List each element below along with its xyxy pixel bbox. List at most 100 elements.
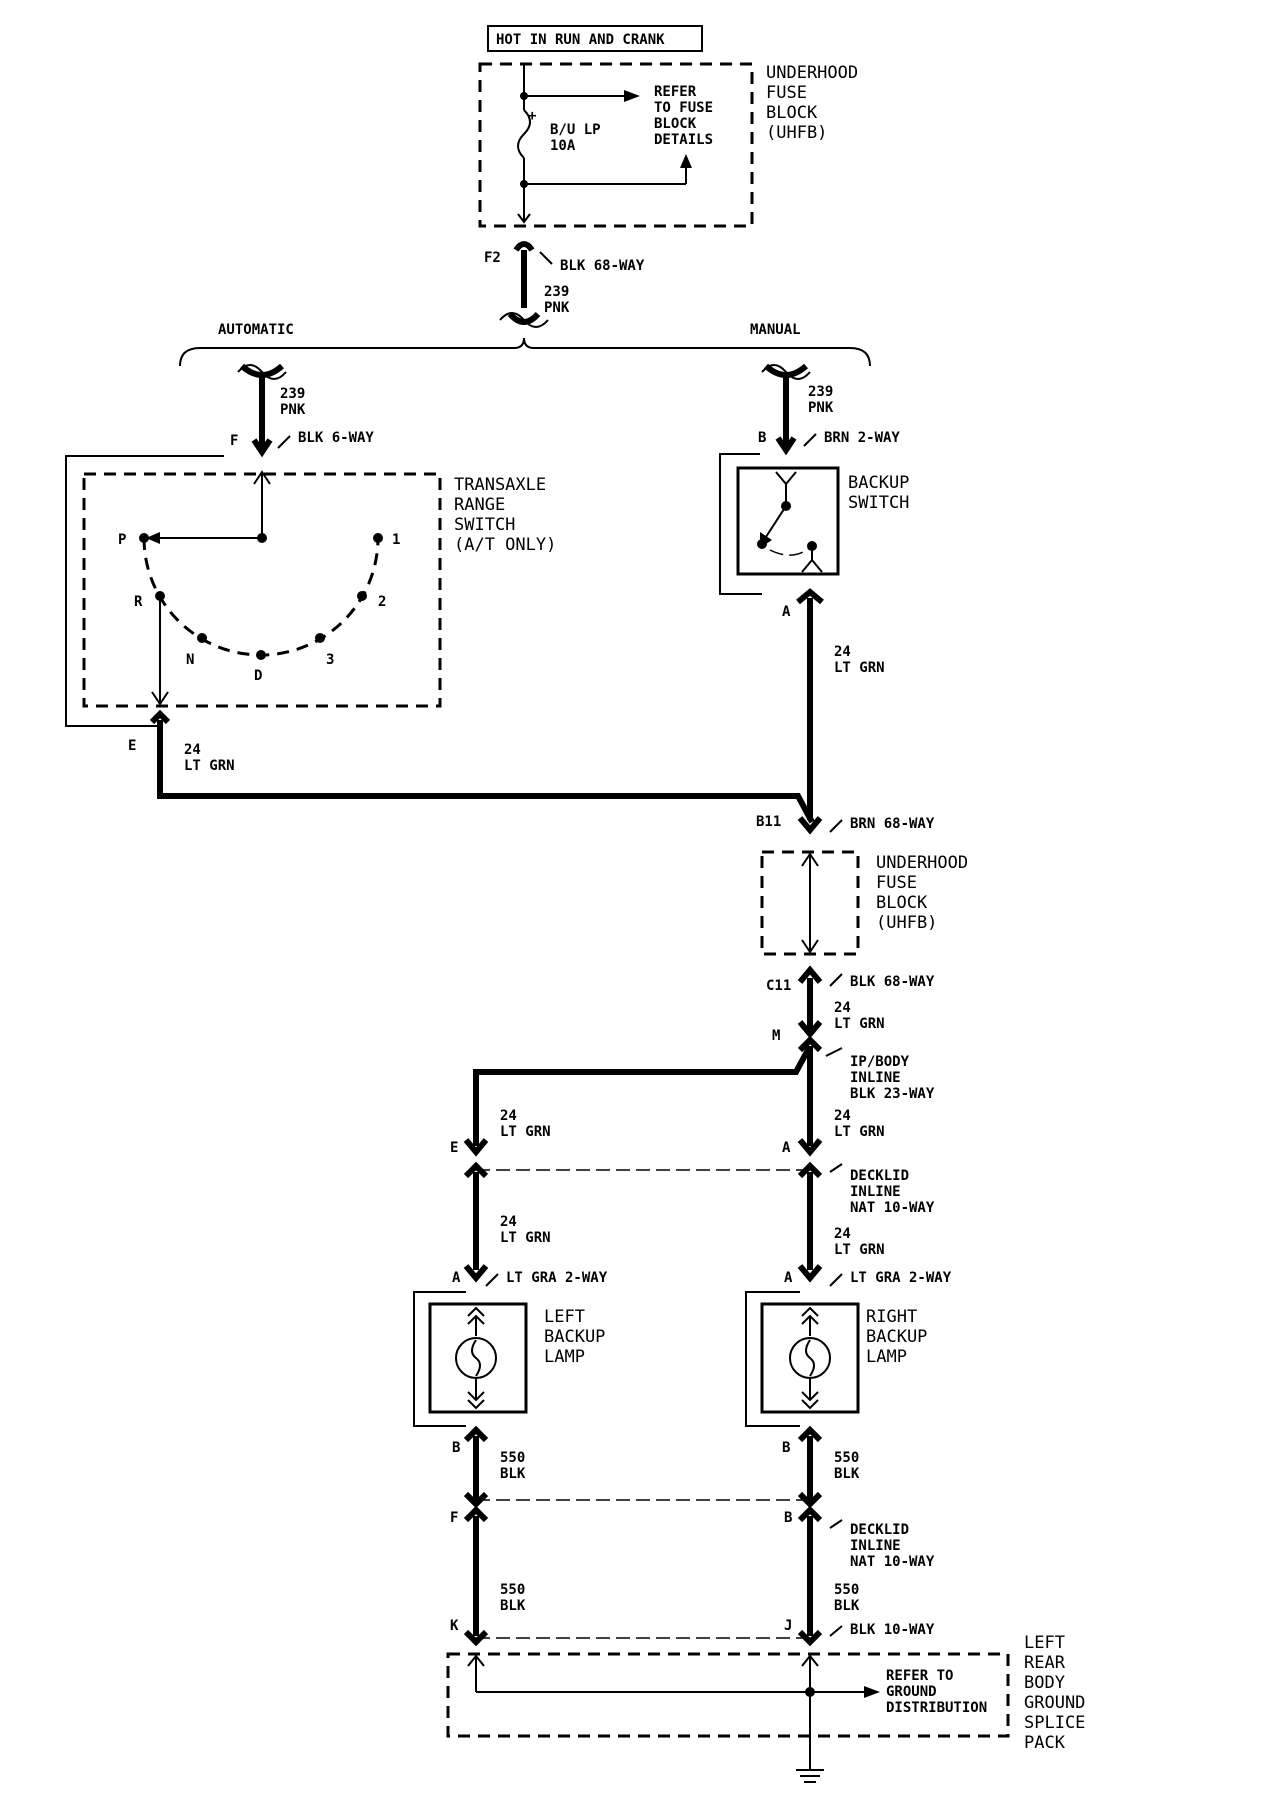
trs-in-pin: F [230,433,238,449]
right-lamp-title: RIGHT BACKUP LAMP [866,1307,927,1367]
svg-text:BACKUP: BACKUP [544,1327,605,1347]
left-circuit2: 24 [500,1214,517,1230]
svg-text:BLK 23-WAY: BLK 23-WAY [850,1086,935,1102]
bs-contact-bottom-icon [801,558,823,573]
svg-text:DETAILS: DETAILS [654,132,713,148]
svg-text:B/U LP: B/U LP [550,122,601,138]
bs-out-color: LT GRN [834,660,885,676]
left-lamp-connector: LT GRA 2-WAY [506,1270,608,1286]
svg-text:NAT 10-WAY: NAT 10-WAY [850,1200,935,1216]
svg-text:BLOCK: BLOCK [876,893,928,913]
right-lamp-pin-a: A [784,1270,793,1286]
wire-24-ltgrn-auto [157,720,815,824]
svg-text:BACKUP: BACKUP [848,473,909,493]
svg-text:IP/BODY: IP/BODY [850,1054,910,1070]
svg-text:GROUND: GROUND [1024,1693,1085,1713]
decklid-bottom-label: DECKLID INLINE NAT 10-WAY [850,1522,935,1570]
backup-switch-title: BACKUP SWITCH [848,473,909,513]
power-label: HOT IN RUN AND CRANK [496,32,665,48]
f2-circuit: 239 [544,284,569,300]
svg-text:RANGE: RANGE [454,495,505,515]
trs-pos-n: N [186,652,194,668]
svg-text:FUSE: FUSE [876,873,917,893]
trs-arc [142,537,380,657]
ground-left-circuit: 550 [500,1582,525,1598]
ground-splice-box [446,1652,1010,1738]
trs-out-circuit: 24 [184,742,201,758]
f2-connector-icon [513,241,535,252]
trs-box [82,472,442,708]
branch-automatic: AUTOMATIC [218,322,294,338]
ip-body-label: IP/BODY INLINE BLK 23-WAY [850,1054,935,1102]
left-circuit: 24 [500,1108,517,1124]
svg-text:DECKLID: DECKLID [850,1168,909,1184]
svg-text:PACK: PACK [1024,1733,1066,1753]
refer-arrow-icon [624,90,640,102]
svg-text:LAMP: LAMP [866,1347,907,1367]
svg-text:BLOCK: BLOCK [766,103,818,123]
right-lamp-color: BLK [834,1466,860,1482]
svg-text:LEFT: LEFT [544,1307,585,1327]
svg-text:INLINE: INLINE [850,1070,901,1086]
trs-housing [65,455,224,727]
uhfb-mid-title: UNDERHOOD FUSE BLOCK (UHFB) [876,853,968,933]
right-lamp-circuit: 550 [834,1450,859,1466]
svg-text:(UHFB): (UHFB) [876,913,937,933]
right-lamp-connector: LT GRA 2-WAY [850,1270,952,1286]
trs-in-connector: BLK 6-WAY [298,430,374,446]
left-color2: LT GRN [500,1230,551,1246]
svg-text:10A: 10A [550,138,576,154]
svg-text:SWITCH: SWITCH [848,493,909,513]
f2-connector: BLK 68-WAY [560,258,645,274]
uhfb-mid-box [760,850,860,956]
ground-left-color: BLK [500,1598,526,1614]
svg-text:INLINE: INLINE [850,1184,901,1200]
left-color: LT GRN [500,1124,551,1140]
c11-color: LT GRN [834,1016,885,1032]
trs-pos-1: 1 [392,532,400,548]
trs-out-pin: E [128,738,136,754]
svg-text:BACKUP: BACKUP [866,1327,927,1347]
fuse-icon [517,109,531,159]
svg-text:LAMP: LAMP [544,1347,585,1367]
svg-text:LEFT: LEFT [1024,1633,1065,1653]
ground-connector: BLK 10-WAY [850,1622,935,1638]
branch-manual: MANUAL [750,322,801,338]
left-lamp-pin-b: B [452,1440,460,1456]
uhfb-top-title: UNDERHOOD FUSE BLOCK (UHFB) [766,63,858,143]
uhfb-mid-arrow-up-icon [801,852,819,867]
decklid-bottom-right-pin: B [784,1510,792,1526]
ground-right-circuit: 550 [834,1582,859,1598]
trs-pos-3: 3 [326,652,334,668]
left-lamp-circuit: 550 [500,1450,525,1466]
c11-connector: BLK 68-WAY [850,974,935,990]
decklid-bottom-left-pin: F [450,1510,458,1526]
uhfb-top-refer: REFER TO FUSE BLOCK DETAILS [654,84,713,148]
ground-left-pin: K [450,1618,459,1634]
ground-splice-title: LEFT REAR BODY GROUND SPLICE PACK [1024,1633,1085,1753]
right-color2: LT GRN [834,1242,885,1258]
ip-body-pin: M [772,1028,780,1044]
c11-circuit: 24 [834,1000,851,1016]
svg-text:DECKLID: DECKLID [850,1522,909,1538]
svg-text:SWITCH: SWITCH [454,515,515,535]
right-pin-a: A [782,1140,791,1156]
f2-pin: F2 [484,250,501,266]
b11-pin: B11 [756,814,781,830]
bs-out-circuit: 24 [834,644,851,660]
ground-refer: REFER TO GROUND DISTRIBUTION [886,1668,987,1716]
right-circuit2: 24 [834,1226,851,1242]
trs-pos-2: 2 [378,594,386,610]
svg-text:TRANSAXLE: TRANSAXLE [454,475,546,495]
f2-color: PNK [544,300,570,316]
left-lamp-color: BLK [500,1466,526,1482]
c11-pin: C11 [766,978,791,994]
svg-text:INLINE: INLINE [850,1538,901,1554]
fuse-plus: + [528,108,536,124]
ground-symbol-icon [796,1769,824,1783]
b11-connector: BRN 68-WAY [850,816,935,832]
bs-in-color: PNK [808,400,834,416]
trs-arrow-up-icon [253,470,271,485]
svg-text:GROUND: GROUND [886,1684,937,1700]
